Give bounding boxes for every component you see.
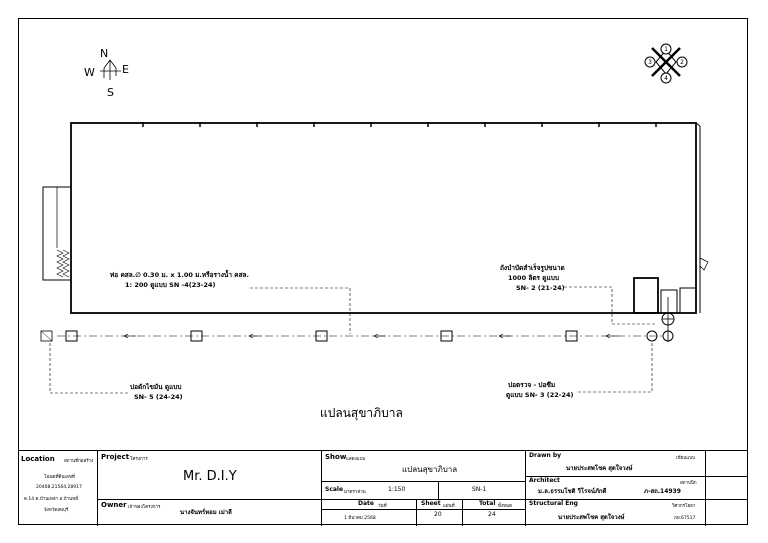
scale-sublabel: มาตราส่วน <box>344 490 366 495</box>
show-sublabel: แสดงแบบ <box>346 457 366 462</box>
compass-west-label: W <box>84 66 95 79</box>
section-marker-number: 3 <box>648 59 652 66</box>
sheet-value: 20 <box>434 511 442 518</box>
architect-label: Architect <box>529 477 560 484</box>
compass-east-label: E <box>122 63 129 76</box>
scale-label: Scale <box>325 486 344 493</box>
location-line: 20408,21564,28917 <box>36 485 82 490</box>
building-outline <box>42 122 709 314</box>
sheet-code: SN-1 <box>472 486 487 493</box>
project-sublabel: โครงการ <box>130 457 148 462</box>
location-sublabel: สถานที่ก่อสร้าง <box>64 459 94 464</box>
total-sublabel: ทั้งหมด <box>498 504 513 509</box>
location-line: ต.14 ต.บ้านเหล่า อ.บ้านหมี่ <box>24 497 79 502</box>
sheet-label: Sheet <box>421 500 441 507</box>
structural-license: ภย.67517 <box>674 516 696 521</box>
pipe-note-line2: 1: 200 ดูแบบ SN -4(23-24) <box>125 281 216 289</box>
date-sublabel: วันที่ <box>378 504 387 509</box>
date-label: Date <box>358 500 374 507</box>
architect-license: ภ-สถ.14939 <box>644 488 681 495</box>
compass-south-label: S <box>107 86 114 99</box>
tank-note-line3: SN- 2 (21-24) <box>516 284 565 292</box>
grease-trap-note-line2: SN- 5 (24-24) <box>134 393 183 401</box>
location-cell: Location สถานที่ก่อสร้าง โฉนดที่ดินเลขที… <box>18 451 98 526</box>
show-value: แปลนสุขาภิบาล <box>402 465 458 474</box>
structural-label: Structural Eng <box>529 500 578 507</box>
structural-sublabel: วิศวกรโยธา <box>672 504 696 509</box>
drain-pipe-line <box>40 297 675 342</box>
approval-cell <box>706 451 748 526</box>
location-line: โฉนดที่ดินเลขที่ <box>44 475 75 480</box>
sheet-sublabel: แผ่นที่ <box>443 504 455 509</box>
date-value: 1 มีนาคม 2568 <box>344 516 376 521</box>
total-label: Total <box>479 500 496 507</box>
location-line: จังหวัดลพบุรี <box>44 508 69 513</box>
scale-value: 1:150 <box>388 486 406 493</box>
drawing-title: แปลนสุขาภิบาล <box>320 406 403 420</box>
tank-note-line1: ถังบำบัดสำเร็จรูปขนาด <box>500 264 565 272</box>
location-label: Location <box>21 455 55 463</box>
architect-name: ม.ล.ธรรมโชติ วีโรจน์ภักดี <box>538 488 607 495</box>
title-block: Location สถานที่ก่อสร้าง โฉนดที่ดินเลขที… <box>18 450 748 526</box>
drawn-name: นายประสพโชค สุดใจวงษ์ <box>566 465 633 472</box>
drawn-sublabel: เขียนแบบ <box>676 456 695 461</box>
architect-sublabel: สถาปนิก <box>680 481 697 486</box>
compass-arrow-icon <box>100 59 121 80</box>
section-marker-number: 2 <box>680 59 684 66</box>
project-cell: Project โครงการ Mr. D.I.Y Owner เจ้าของโ… <box>98 451 322 526</box>
total-value: 24 <box>488 511 496 518</box>
project-label: Project <box>101 453 130 461</box>
sheet-border <box>18 18 748 525</box>
tank-note-line2: 1000 ลิตร ดูแบบ <box>508 274 559 282</box>
grease-trap-note-line1: บ่อดักไขมัน ดูแบบ <box>130 383 182 391</box>
show-label: Show <box>325 453 347 461</box>
leader-lines <box>49 286 655 394</box>
show-cell: Show แสดงแบบ แปลนสุขาภิบาล Scale มาตราส่… <box>322 451 526 526</box>
section-marker-number: 1 <box>664 46 668 53</box>
drawn-label: Drawn by <box>529 452 562 459</box>
owner-sublabel: เจ้าของโครงการ <box>128 505 161 510</box>
signatures-cell: Drawn by เขียนแบบ นายประสพโชค สุดใจวงษ์ … <box>526 451 706 526</box>
owner-name: นางจันทร์หอม เม่าลี <box>180 509 232 516</box>
structural-name: นายประสพโชค สุดใจวงษ์ <box>558 514 625 521</box>
pipe-note-line1: ท่อ คสล.∅ 0.30 ม. x 1.00 ม.หรือรางน้ำ คส… <box>110 271 249 279</box>
inspection-note-line1: บ่อตรวจ - บ่อซึม <box>508 381 556 389</box>
compass-north-label: N <box>100 47 109 60</box>
inspection-note-line2: ดูแบบ SN- 3 (22-24) <box>506 391 574 399</box>
section-marker-icon: 1 2 3 4 <box>644 43 688 84</box>
project-name: Mr. D.I.Y <box>183 469 237 484</box>
section-marker-number: 4 <box>664 75 668 82</box>
owner-label: Owner <box>101 501 127 509</box>
